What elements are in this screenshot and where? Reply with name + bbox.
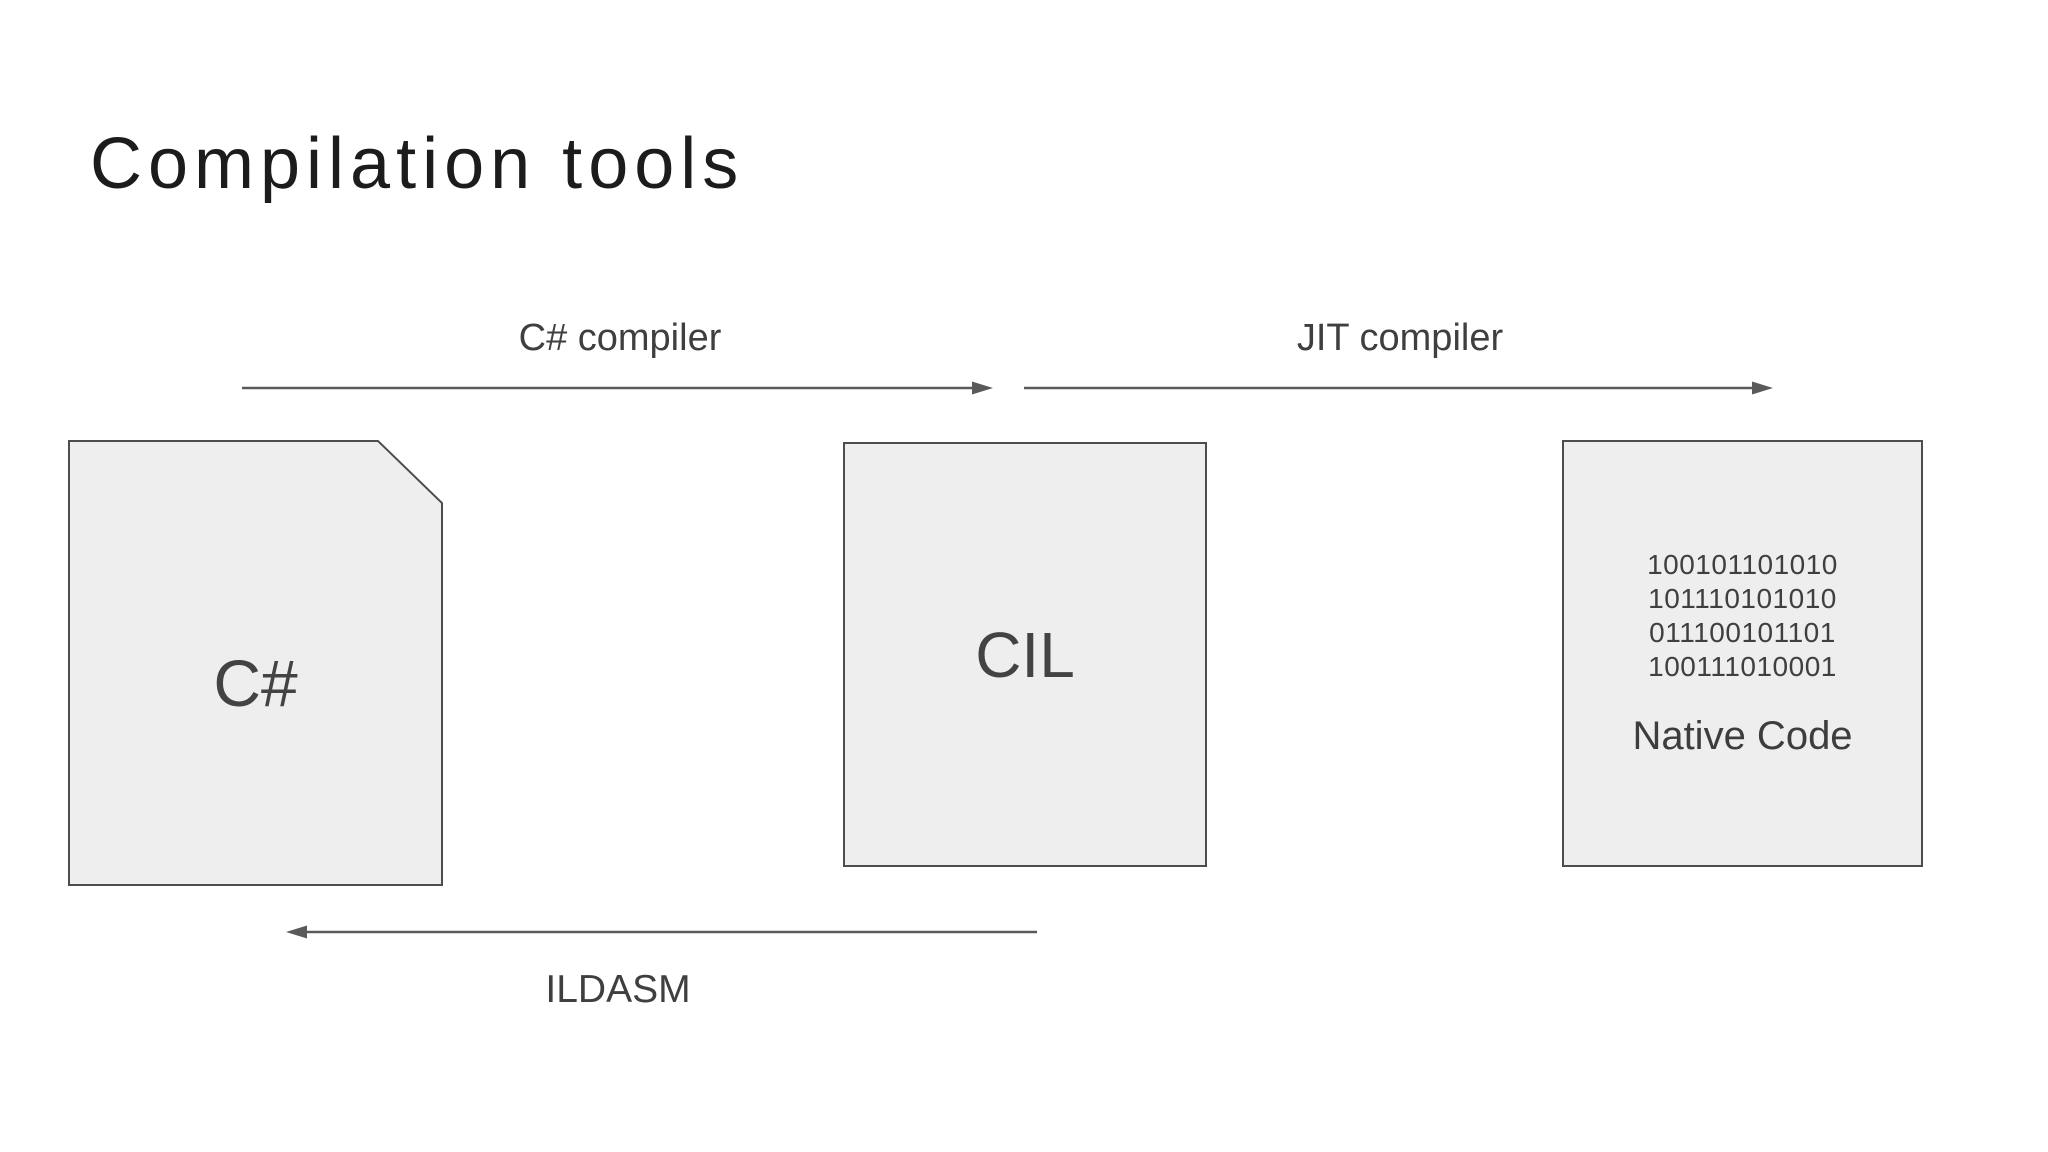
cil-node: CIL [843,442,1207,867]
cil-to-native-arrow-icon [1024,381,1773,395]
slide-title: Compilation tools [90,124,745,204]
binary-line: 100111010001 [1648,651,1837,682]
document-shape-icon [68,440,443,886]
ildasm-label: ILDASM [545,968,691,1011]
cil-node-label: CIL [975,618,1075,691]
native-code-node: 100101101010 101110101010 011100101101 1… [1562,440,1923,867]
csharp-node-label: C# [213,646,298,720]
binary-line: 011100101101 [1649,617,1836,648]
binary-code-block: 100101101010 101110101010 011100101101 1… [1647,548,1838,684]
native-code-label: Native Code [1632,714,1853,758]
binary-line: 101110101010 [1648,583,1837,614]
jit-compiler-label: JIT compiler [1296,317,1504,359]
binary-line: 100101101010 [1647,549,1838,580]
csharp-to-cil-arrow-icon [242,381,993,395]
csharp-compiler-label: C# compiler [518,317,722,359]
ildasm-arrow-icon [286,925,1037,939]
csharp-source-node: C# [68,440,443,886]
native-code-content: 100101101010 101110101010 011100101101 1… [1632,548,1852,759]
